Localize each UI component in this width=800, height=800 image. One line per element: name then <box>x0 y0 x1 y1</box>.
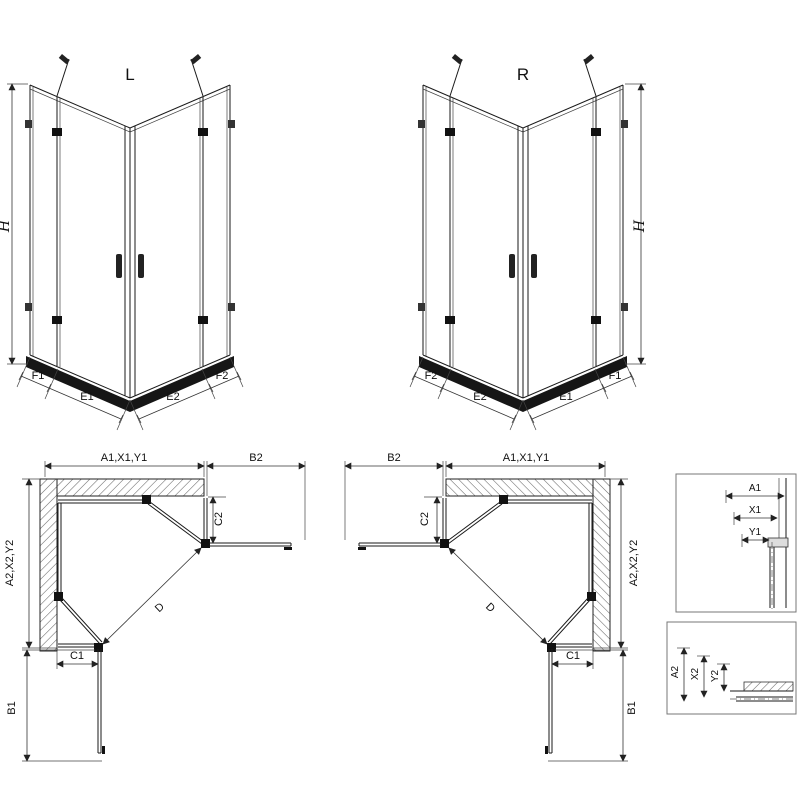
plan-view-left: A1,X1,Y1 B2 C2 A2,X2,Y2 D C1 B1 <box>4 452 305 761</box>
height-dim-label-left: H <box>0 219 13 233</box>
view-label-left: L <box>125 65 134 84</box>
wall-profile-bracket <box>767 537 789 548</box>
detail-top-border <box>675 473 797 613</box>
dim-label-f1-left: F1 <box>32 370 45 382</box>
dim-label-a2x2y2-left: A2,X2,Y2 <box>4 540 16 586</box>
detail-bottom-border <box>666 621 797 715</box>
detail-dim-x2: X2 <box>690 667 701 680</box>
detail-dim-y1: Y1 <box>749 527 762 538</box>
dim-label-d-left: D <box>153 601 167 615</box>
dim-label-d-right: D <box>483 601 497 615</box>
dim-label-e2-right: E2 <box>473 391 486 403</box>
dim-label-a1x1y1-right: A1,X1,Y1 <box>503 452 549 464</box>
detail-inset-floor-profile: A2 X2 Y2 <box>666 621 797 715</box>
dim-label-f2-left: F2 <box>216 370 229 382</box>
dim-label-b2-left: B2 <box>249 452 262 464</box>
dim-label-f1-right: F1 <box>609 370 622 382</box>
dim-label-b2-right: B2 <box>387 452 400 464</box>
dim-label-f2-right: F2 <box>425 370 438 382</box>
dim-label-c2-left: C2 <box>213 512 225 526</box>
dim-label-c1-left: C1 <box>70 650 84 662</box>
dim-label-a2x2y2-right: A2,X2,Y2 <box>628 540 640 586</box>
dim-label-e1-left: E1 <box>80 391 93 403</box>
plan-view-right: B2 A1,X1,Y1 C2 A2,X2,Y2 D C1 B1 <box>345 452 640 761</box>
detail-dim-a2: A2 <box>670 665 681 678</box>
dim-label-c1-right: C1 <box>566 650 580 662</box>
height-dim-label-right: H <box>632 219 648 233</box>
dim-label-a1x1y1-left: A1,X1,Y1 <box>101 452 147 464</box>
view-3d-left: L H F1 E1 E2 F2 <box>0 54 243 430</box>
dim-label-b1-right: B1 <box>626 701 638 714</box>
dim-label-b1-left: B1 <box>6 701 18 714</box>
view-label-right: R <box>517 65 529 84</box>
detail-inset-wall-profile: A1 X1 Y1 <box>675 473 797 613</box>
dim-label-e1-right: E1 <box>559 391 572 403</box>
dim-label-e2-left: E2 <box>166 391 179 403</box>
detail-dim-x1: X1 <box>749 505 762 516</box>
detail-dim-a1: A1 <box>749 483 762 494</box>
dim-label-c2-right: C2 <box>419 512 431 526</box>
floor-profile-hatch <box>743 681 794 692</box>
detail-dim-y2: Y2 <box>710 669 721 682</box>
view-3d-right: R H F2 E2 E1 F1 <box>410 54 648 430</box>
